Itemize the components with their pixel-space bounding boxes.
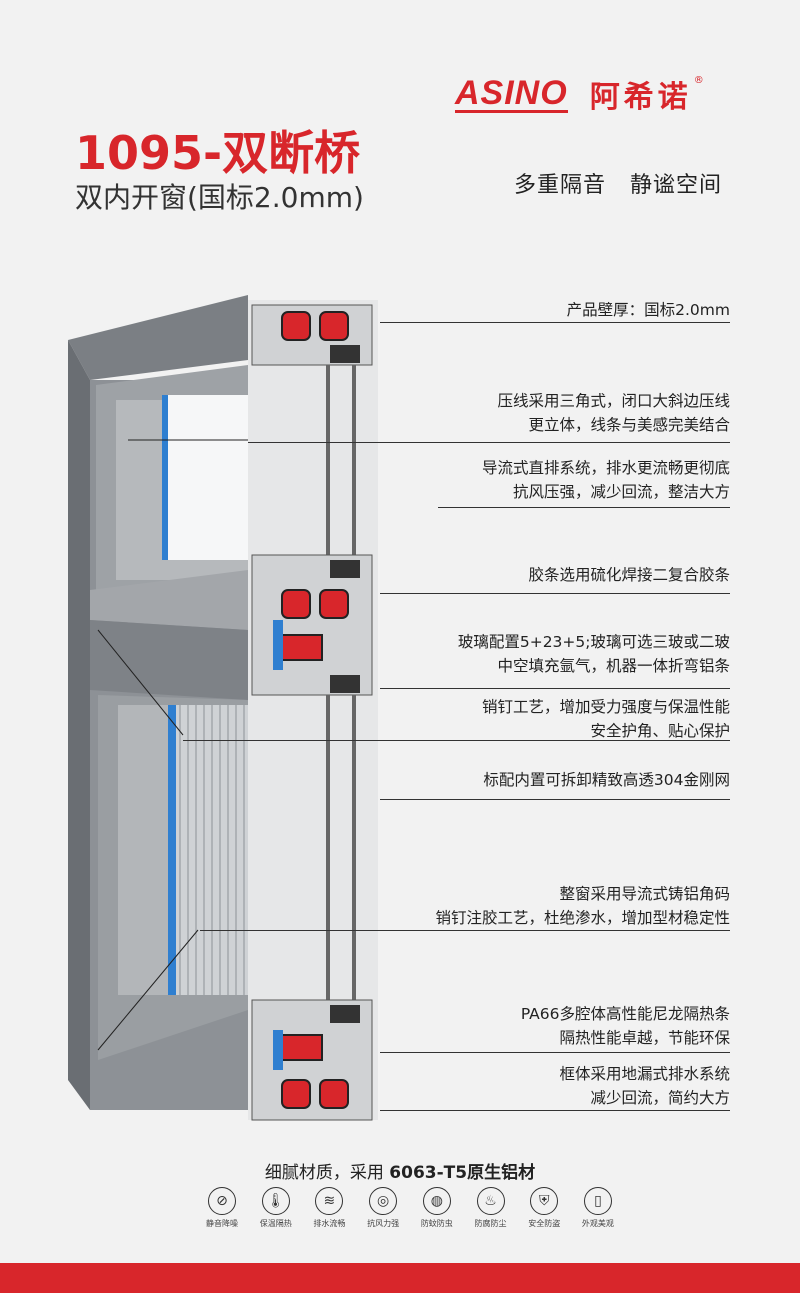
leader-line-10 [380,1110,730,1111]
material-line: 细腻材质，采用 6063-T5原生铝材 [0,1158,800,1183]
profile-section-bottom [251,999,373,1121]
callout-line: 压线采用三角式，闭口大斜边压线 [497,392,730,410]
glass-pane-3 [326,695,330,1000]
leader-line-6 [183,740,730,741]
leader-inner-3 [97,929,199,1051]
upper-glass [168,395,248,560]
leader-line-4 [380,593,730,594]
leader-inner-2 [97,629,184,736]
feature-label: 防腐防尘 [474,1219,507,1228]
callout-line: 框体采用地漏式排水系统 [559,1065,730,1083]
feature-label: 静音降噪 [206,1219,238,1228]
brand-name-en: ASINO [455,73,568,113]
callout-frame-drain: 框体采用地漏式排水系统 减少回流，简约大方 [559,1062,730,1110]
callout-line: 安全护角、贴心保护 [590,722,730,740]
profile-section-top [251,304,373,366]
profile-section-middle [251,554,373,696]
feature-item: ▯ 外观美观 [576,1187,620,1229]
leader-line-9 [380,1052,730,1053]
registered-mark: ® [693,74,704,86]
glass-pane-2 [352,365,356,560]
callout-pin: 销钉工艺，增加受力强度与保温性能 安全护角、贴心保护 [482,695,730,743]
fire-icon: ♨ [476,1187,505,1215]
callout-line: PA66多腔体高性能尼龙隔热条 [520,1005,730,1023]
transom-front [90,620,248,700]
frame-left-edge [68,340,90,1110]
slogan: 多重隔音 静谧空间 [514,173,722,198]
callout-thermal-break: PA66多腔体高性能尼龙隔热条 隔热性能卓越，节能环保 [521,1002,730,1050]
callout-wall-thickness: 产品壁厚：国标2.0mm [567,298,730,322]
callout-glass: 玻璃配置5+23+5;玻璃可选三玻或二玻 中空填充氩气，机器一体折弯铝条 [458,630,730,678]
feature-label: 抗风力强 [367,1219,400,1228]
callout-line: 销钉注胶工艺，杜绝渗水，增加型材稳定性 [435,909,730,927]
callout-gasket: 胶条选用硫化焊接二复合胶条 [528,563,730,587]
callout-line: 产品壁厚：国标2.0mm [566,301,730,319]
leader-line-5 [380,688,730,689]
mosquito-icon: ◍ [422,1187,451,1215]
feature-item: ≋ 排水流畅 [307,1187,351,1229]
door-icon: ▯ [583,1187,612,1215]
callout-line: 销钉工艺，增加受力强度与保温性能 [481,698,730,716]
brand-logo: ASINO 阿希诺 ® [455,72,704,116]
callout-bead: 压线采用三角式，闭口大斜边压线 更立体，线条与美感完美结合 [497,389,730,437]
wind-icon: ◎ [369,1187,398,1215]
feature-item: 🌡 保温隔热 [254,1187,298,1229]
bottom-accent-bar [0,1263,800,1293]
callout-corner: 整窗采用导流式铸铝角码 销钉注胶工艺，杜绝渗水，增加型材稳定性 [435,882,730,930]
feature-icons: ⊘ 静音降噪 🌡 保温隔热 ≋ 排水流畅 ◎ 抗风力强 ◍ 防蚊防虫 ♨ 防腐防… [200,1187,620,1229]
transom-top [90,570,248,630]
glass-pane-1 [326,365,330,560]
product-title: 1095-双断桥 [75,126,361,180]
callout-line: 隔热性能卓越，节能环保 [559,1029,730,1047]
feature-label: 防蚊防虫 [420,1219,453,1228]
callout-line: 玻璃配置5+23+5;玻璃可选三玻或二玻 [457,633,730,651]
upper-glass-edge [162,395,168,560]
callout-line: 整窗采用导流式铸铝角码 [559,885,730,903]
feature-label: 安全防盗 [528,1219,561,1228]
leader-line-1 [380,322,730,323]
material-highlight: 6063-T5原生铝材 [389,1163,536,1183]
callout-line: 中空填充氩气，机器一体折弯铝条 [497,657,730,675]
brand-name-cn: 阿希诺 [589,80,692,115]
callout-drainage: 导流式直排系统，排水更流畅更彻底 抗风压强，减少回流，整洁大方 [482,456,730,504]
callout-screen: 标配内置可拆卸精致高透304金刚网 [483,768,730,792]
callout-line: 更立体，线条与美感完美结合 [528,416,730,434]
drainage-icon: ≋ [315,1187,344,1215]
window-section-illustration [68,295,378,1121]
leader-line-3 [438,507,730,508]
noise-icon: ⊘ [208,1187,236,1215]
feature-item: ⊘ 静音降噪 [200,1187,244,1229]
feature-item: ⛨ 安全防盗 [522,1187,566,1229]
feature-item: ◎ 抗风力强 [361,1187,405,1229]
callout-line: 减少回流，简约大方 [590,1089,730,1107]
material-prefix: 细腻材质，采用 [264,1163,390,1183]
glass-pane-4 [352,695,356,1000]
leader-line-7 [380,799,730,800]
feature-label: 外观美观 [581,1219,614,1228]
profile-section-bg [248,300,378,1120]
shield-icon: ⛨ [530,1187,559,1215]
frame-top-face [68,295,248,380]
feature-item: ◍ 防蚊防虫 [415,1187,459,1229]
callout-line: 导流式直排系统，排水更流畅更彻底 [481,459,730,477]
callout-line: 标配内置可拆卸精致高透304金刚网 [483,771,730,789]
feature-label: 保温隔热 [259,1219,292,1228]
product-subtitle: 双内开窗(国标2.0mm) [75,181,364,214]
feature-item: ♨ 防腐防尘 [469,1187,513,1229]
leader-line-2 [248,442,730,443]
leader-line-8 [200,930,730,931]
lower-glass-edge [168,705,176,995]
callout-line: 胶条选用硫化焊接二复合胶条 [528,566,730,584]
feature-label: 排水流畅 [313,1219,346,1228]
screen-mesh [179,705,245,995]
callout-line: 抗风压强，减少回流，整洁大方 [512,483,730,501]
thermometer-icon: 🌡 [261,1187,290,1215]
